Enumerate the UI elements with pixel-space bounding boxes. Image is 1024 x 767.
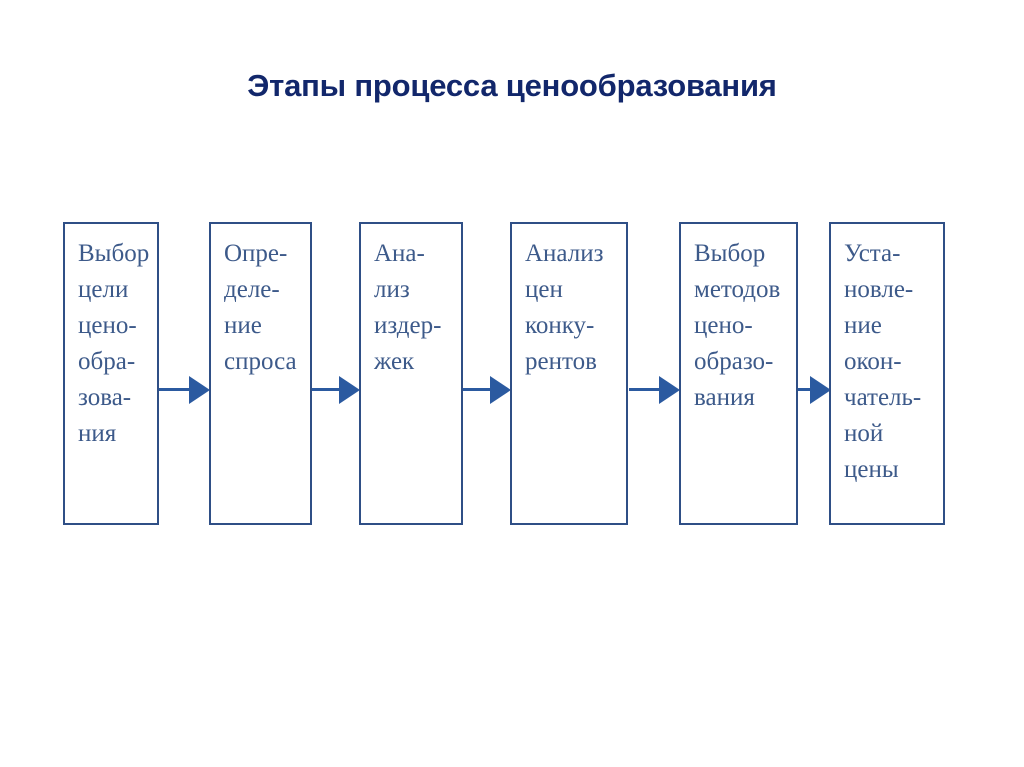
stage-label-5: Выбор методов цено- образо- вания	[694, 240, 781, 411]
stage-box-3: Ана- лиз издер- жек	[359, 222, 463, 525]
arrow-2-3	[312, 376, 360, 404]
arrow-3-4	[463, 376, 511, 404]
arrow-head-icon	[490, 376, 511, 404]
stage-box-5: Выбор методов цено- образо- вания	[679, 222, 798, 525]
arrow-shaft	[159, 388, 191, 391]
stage-box-1: Выбор цели цено- обра- зова- ния	[63, 222, 159, 525]
arrow-head-icon	[339, 376, 360, 404]
stage-label-2: Опре- деле- ние спроса	[224, 240, 297, 375]
arrow-head-icon	[810, 376, 831, 404]
stage-box-6: Уста- новле- ние окон- чатель- ной цены	[829, 222, 945, 525]
stage-label-3: Ана- лиз издер- жек	[374, 240, 442, 375]
page-title: Этапы процесса ценообразования	[247, 68, 777, 103]
stage-label-6: Уста- новле- ние окон- чатель- ной цены	[844, 240, 922, 483]
arrow-head-icon	[189, 376, 210, 404]
arrow-shaft	[798, 388, 812, 391]
arrow-shaft	[629, 388, 661, 391]
stage-label-1: Выбор цели цено- обра- зова- ния	[78, 240, 150, 447]
arrow-5-6	[798, 376, 831, 404]
arrow-4-5	[629, 376, 680, 404]
arrow-shaft	[463, 388, 492, 391]
arrow-shaft	[312, 388, 341, 391]
stage-box-2: Опре- деле- ние спроса	[209, 222, 312, 525]
arrow-1-2	[159, 376, 210, 404]
stage-label-4: Анализ цен конку- рентов	[525, 240, 604, 375]
arrow-head-icon	[659, 376, 680, 404]
stage-box-4: Анализ цен конку- рентов	[510, 222, 628, 525]
